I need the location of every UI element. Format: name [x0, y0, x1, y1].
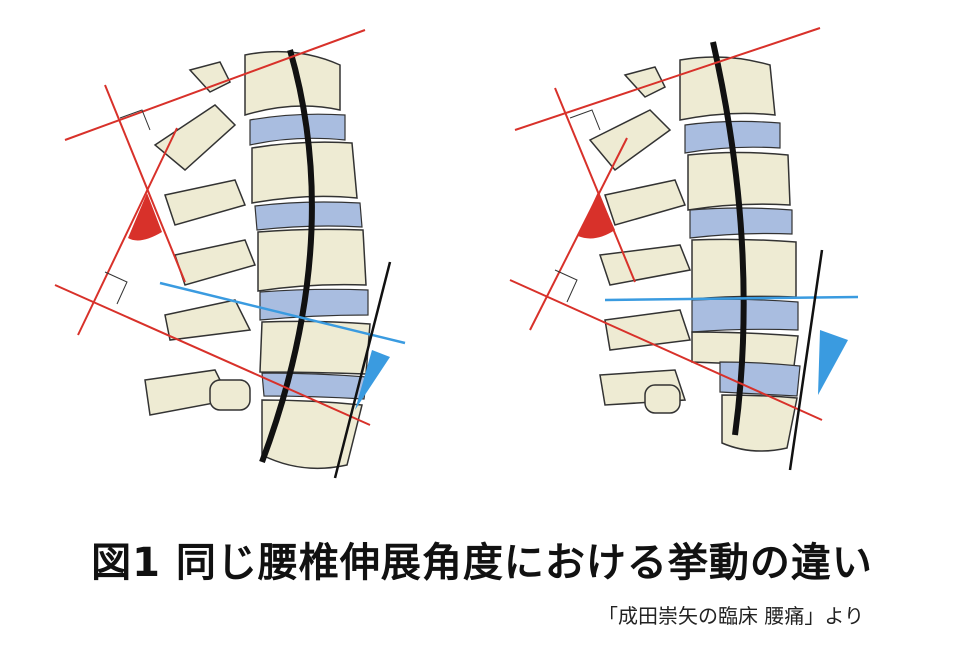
red-angle-wedge: [128, 193, 162, 241]
right-spine-illustration: [509, 27, 859, 471]
vertical-reference-line: [788, 249, 824, 471]
figure-source: 「成田崇矢の臨床 腰痛」より: [598, 604, 864, 628]
blue-angle-wedge: [355, 350, 390, 410]
left-spine-illustration: [54, 29, 406, 479]
red-angle-lines: [54, 29, 371, 426]
blue-angle-wedge: [818, 330, 848, 395]
right-angle-marks: [554, 109, 601, 303]
spinal-curve-line: [710, 41, 747, 436]
spinal-curve-line: [259, 49, 315, 464]
red-angle-lines: [509, 27, 823, 421]
vertebrae: [588, 56, 801, 452]
red-angle-wedge: [578, 192, 615, 239]
vertebrae: [144, 50, 371, 470]
vertical-reference-line: [333, 261, 392, 479]
blue-disc-line: [159, 281, 406, 345]
figure-caption: 図1 同じ腰椎伸展角度における挙動の違い: [91, 540, 873, 586]
right-angle-marks: [104, 109, 151, 305]
blue-disc-line: [604, 295, 859, 302]
